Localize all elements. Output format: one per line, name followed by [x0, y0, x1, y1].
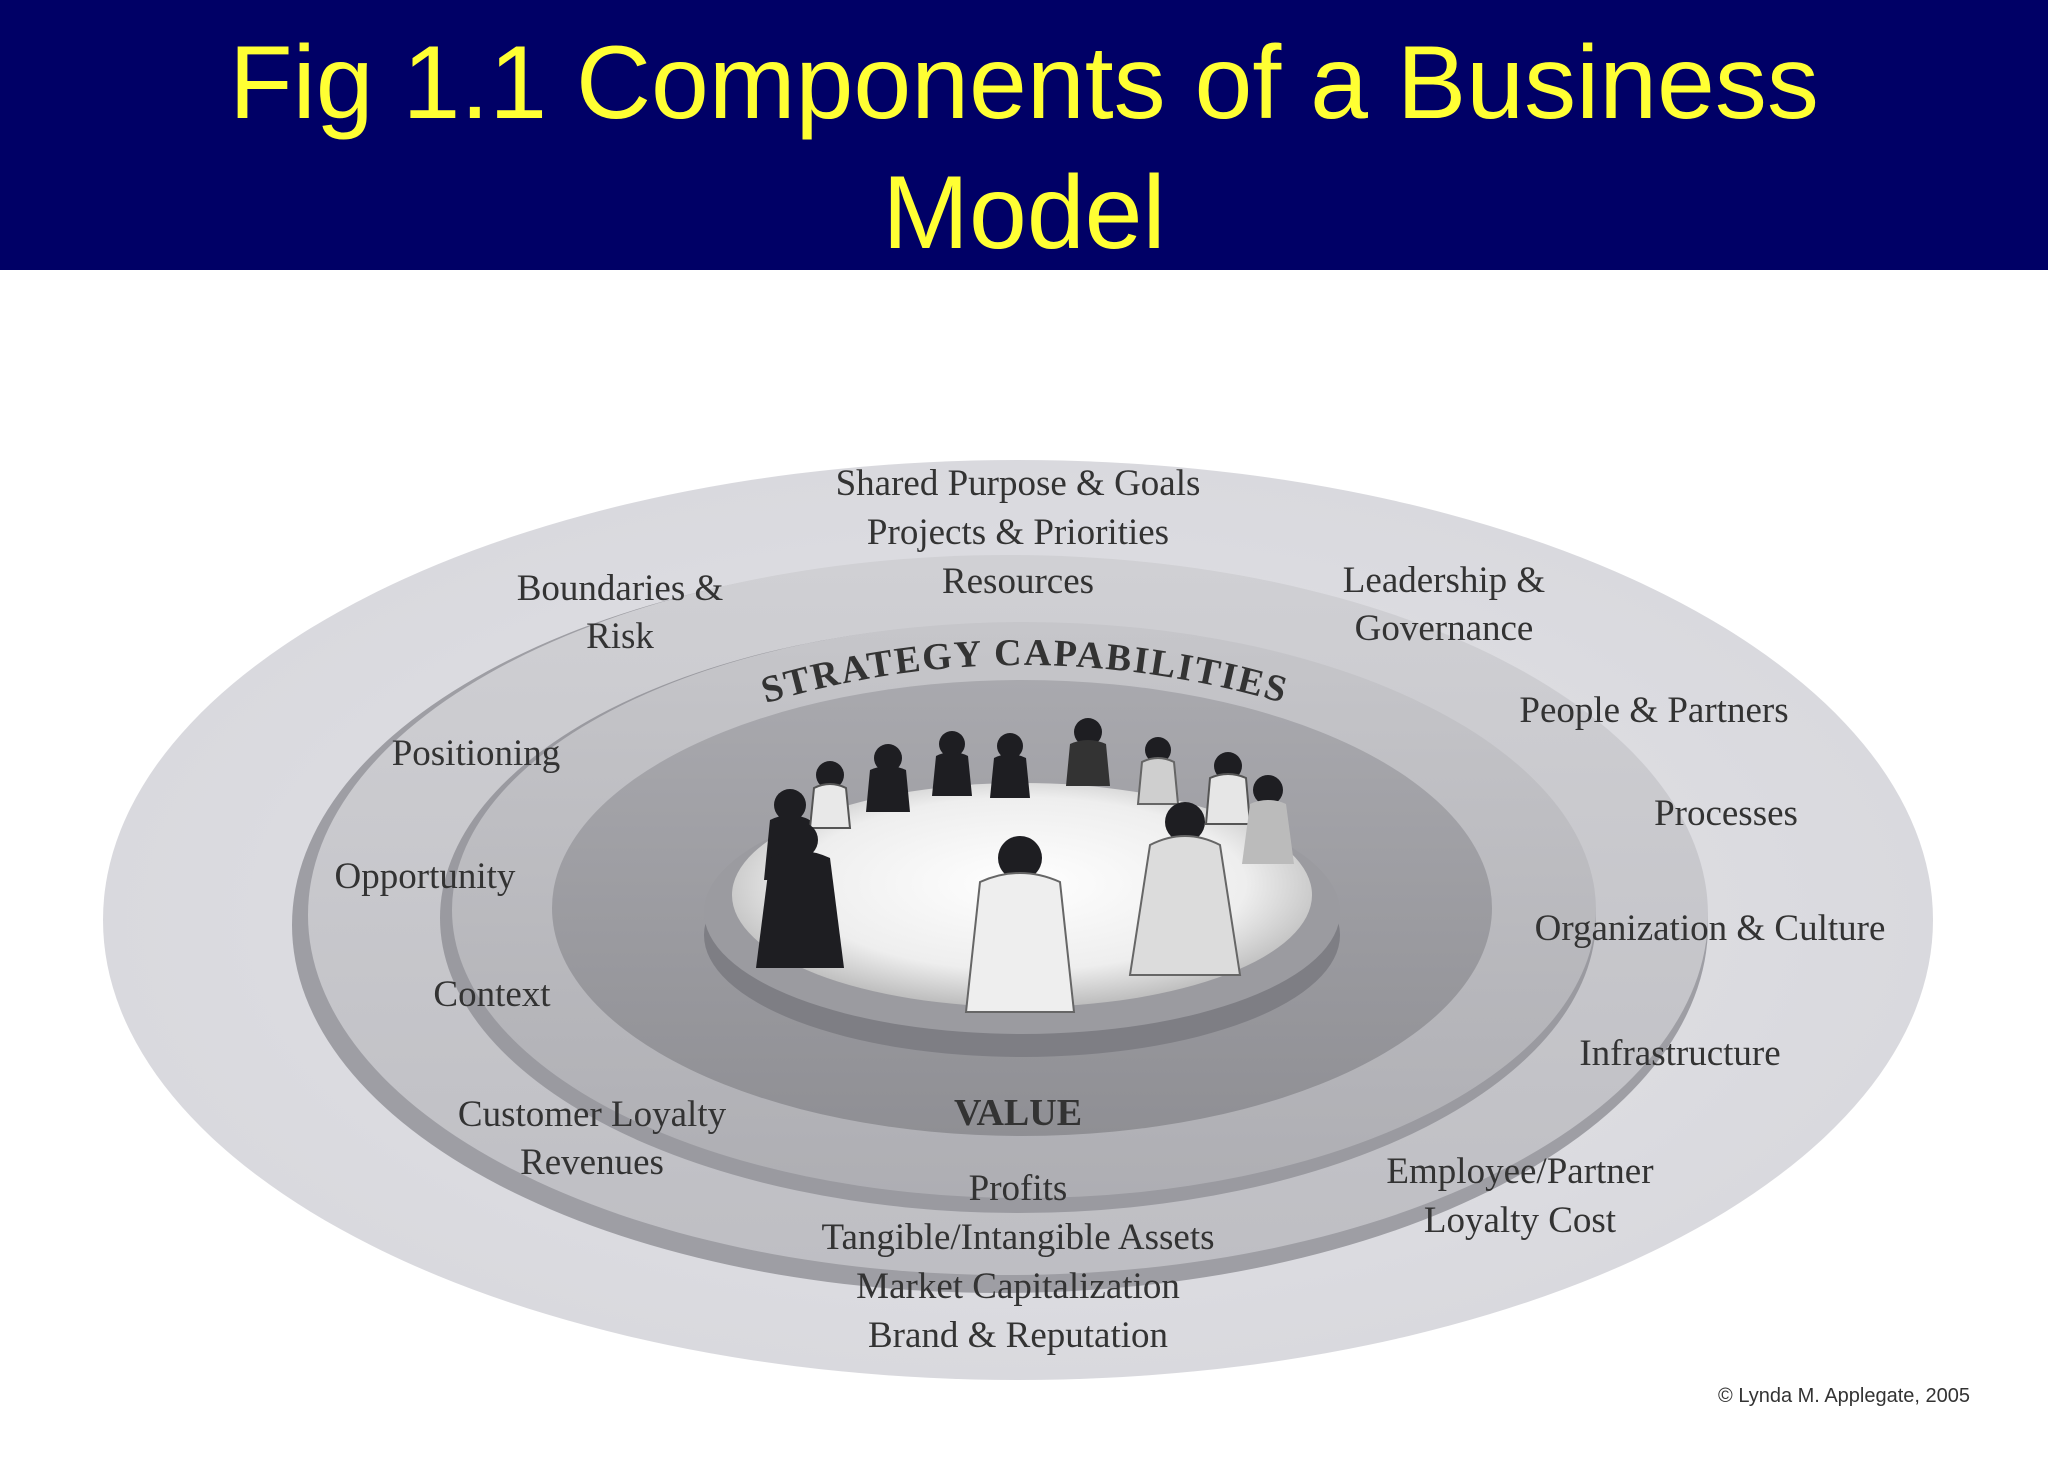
label-employee-2: Loyalty Cost [1424, 1200, 1617, 1241]
copyright-note: © Lynda M. Applegate, 2005 [1718, 1385, 1970, 1407]
label-employee-1: Employee/Partner [1386, 1151, 1653, 1192]
label-opportunity: Opportunity [335, 856, 516, 897]
label-projects: Projects & Priorities [867, 512, 1169, 553]
title-line-1: Fig 1.1 Components of a Business [229, 25, 1819, 141]
label-brand: Brand & Reputation [868, 1315, 1168, 1356]
business-model-diagram: STRATEGY CAPABILITIES VALUE Shared Purpo… [103, 460, 1933, 1380]
label-processes: Processes [1654, 793, 1798, 834]
label-shared-purpose: Shared Purpose & Goals [836, 463, 1201, 504]
label-infrastructure: Infrastructure [1579, 1033, 1780, 1074]
label-boundaries-2: Risk [586, 616, 654, 657]
label-profits: Profits [969, 1168, 1068, 1209]
label-boundaries-1: Boundaries & [517, 568, 724, 609]
label-context: Context [433, 974, 551, 1015]
label-leadership-1: Leadership & [1343, 560, 1546, 601]
label-resources: Resources [942, 561, 1094, 602]
label-people-partners: People & Partners [1519, 690, 1788, 731]
label-market-cap: Market Capitalization [856, 1266, 1180, 1307]
label-customer-loyalty: Customer Loyalty [458, 1094, 727, 1135]
title-line-2: Model [882, 155, 1166, 271]
label-leadership-2: Governance [1355, 608, 1534, 649]
label-revenues: Revenues [520, 1142, 664, 1183]
page-title: Fig 1.1 Components of a Business Model [0, 18, 2048, 278]
meeting-people [756, 718, 1294, 1013]
label-positioning: Positioning [392, 733, 561, 774]
label-organization: Organization & Culture [1535, 908, 1886, 949]
value-label: VALUE [954, 1092, 1082, 1134]
title-bar [0, 0, 2048, 270]
label-tangible-assets: Tangible/Intangible Assets [821, 1217, 1214, 1258]
